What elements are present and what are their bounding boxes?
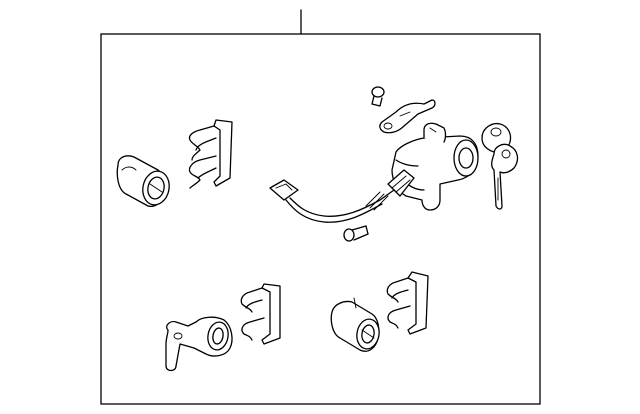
harness-mount-bracket xyxy=(379,99,436,134)
ignition-lock-cylinder xyxy=(387,122,479,211)
door-lock-cylinder-left xyxy=(116,155,170,208)
assembly-frame xyxy=(100,33,541,405)
key-spare xyxy=(491,143,519,210)
glove-box-lock-retainer-clip xyxy=(386,271,429,335)
glove-box-lock-cylinder xyxy=(330,297,380,352)
mounting-screw xyxy=(343,225,369,242)
wiring-harness-connector xyxy=(269,179,395,223)
trunk-lock-cylinder xyxy=(165,316,233,372)
trunk-lock-retainer-clip xyxy=(240,283,281,345)
lock-retainer-clip-left xyxy=(188,119,233,189)
retaining-pin xyxy=(371,86,385,107)
